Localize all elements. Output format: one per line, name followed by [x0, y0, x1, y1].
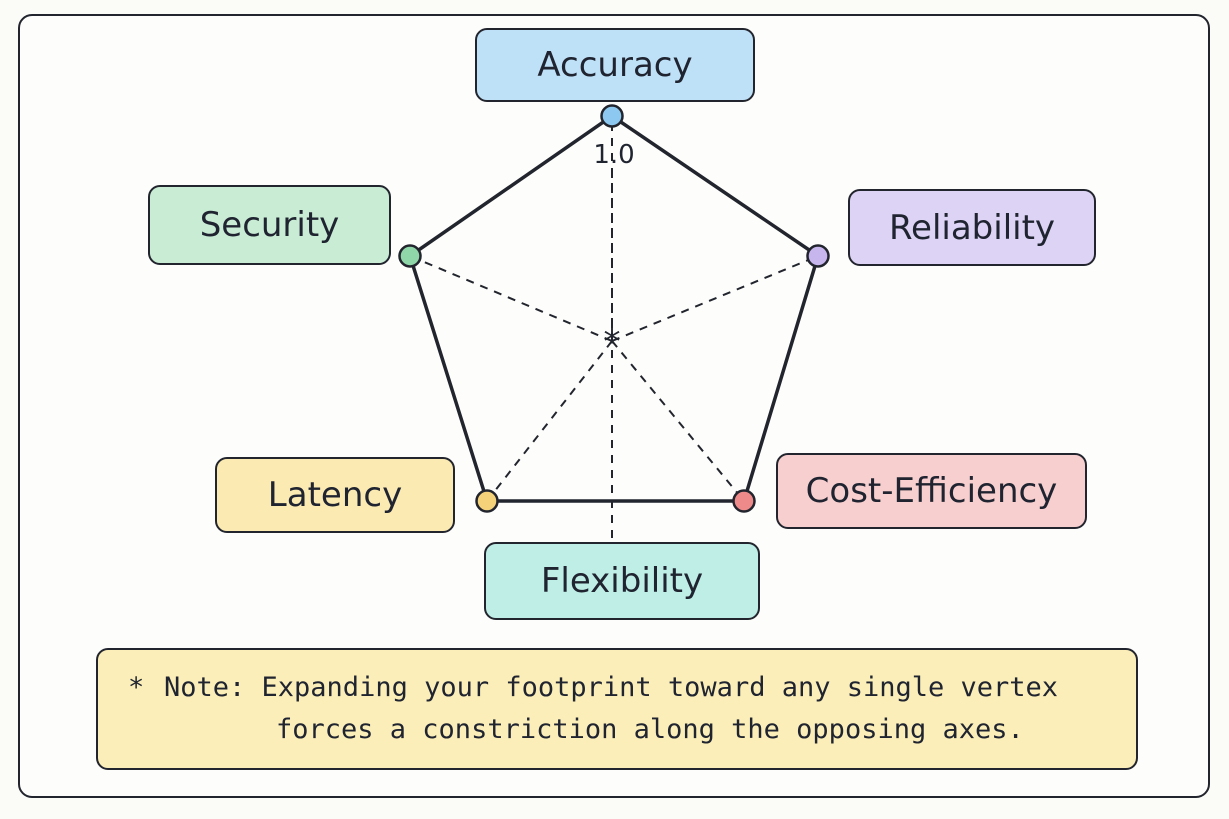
- note-box: * Note: Expanding your footprint toward …: [96, 648, 1138, 770]
- label-flexibility: Flexibility: [484, 542, 760, 620]
- vertex-cost-efficiency: [732, 489, 756, 513]
- spoke-security: [409, 255, 613, 342]
- note-line-2: forces a constriction along the opposing…: [276, 714, 1024, 745]
- scale-label: 1.0: [593, 140, 635, 170]
- label-security: Security: [148, 185, 391, 265]
- spoke-cost-efficiency: [611, 340, 745, 502]
- vertex-latency: [475, 489, 499, 513]
- vertex-dots: [398, 104, 830, 513]
- center-asterisk: *: [604, 322, 621, 362]
- vertex-security: [398, 244, 422, 268]
- spoke-reliability: [611, 255, 819, 342]
- label-cost-efficiency: Cost-Efficiency: [776, 453, 1087, 529]
- vertex-accuracy: [600, 104, 624, 128]
- label-reliability: Reliability: [848, 189, 1096, 266]
- pentagon-outline-shape: [408, 114, 820, 503]
- center-marker: *: [604, 322, 621, 362]
- spoke-latency: [486, 340, 613, 502]
- label-latency: Latency: [215, 457, 455, 533]
- label-accuracy: Accuracy: [475, 28, 755, 102]
- note-line-1: Note: Expanding your footprint toward an…: [164, 672, 1059, 703]
- pentagon-outline: [408, 114, 820, 503]
- note-marker: *: [128, 672, 145, 703]
- vertex-reliability: [806, 244, 830, 268]
- spokes: [409, 116, 819, 545]
